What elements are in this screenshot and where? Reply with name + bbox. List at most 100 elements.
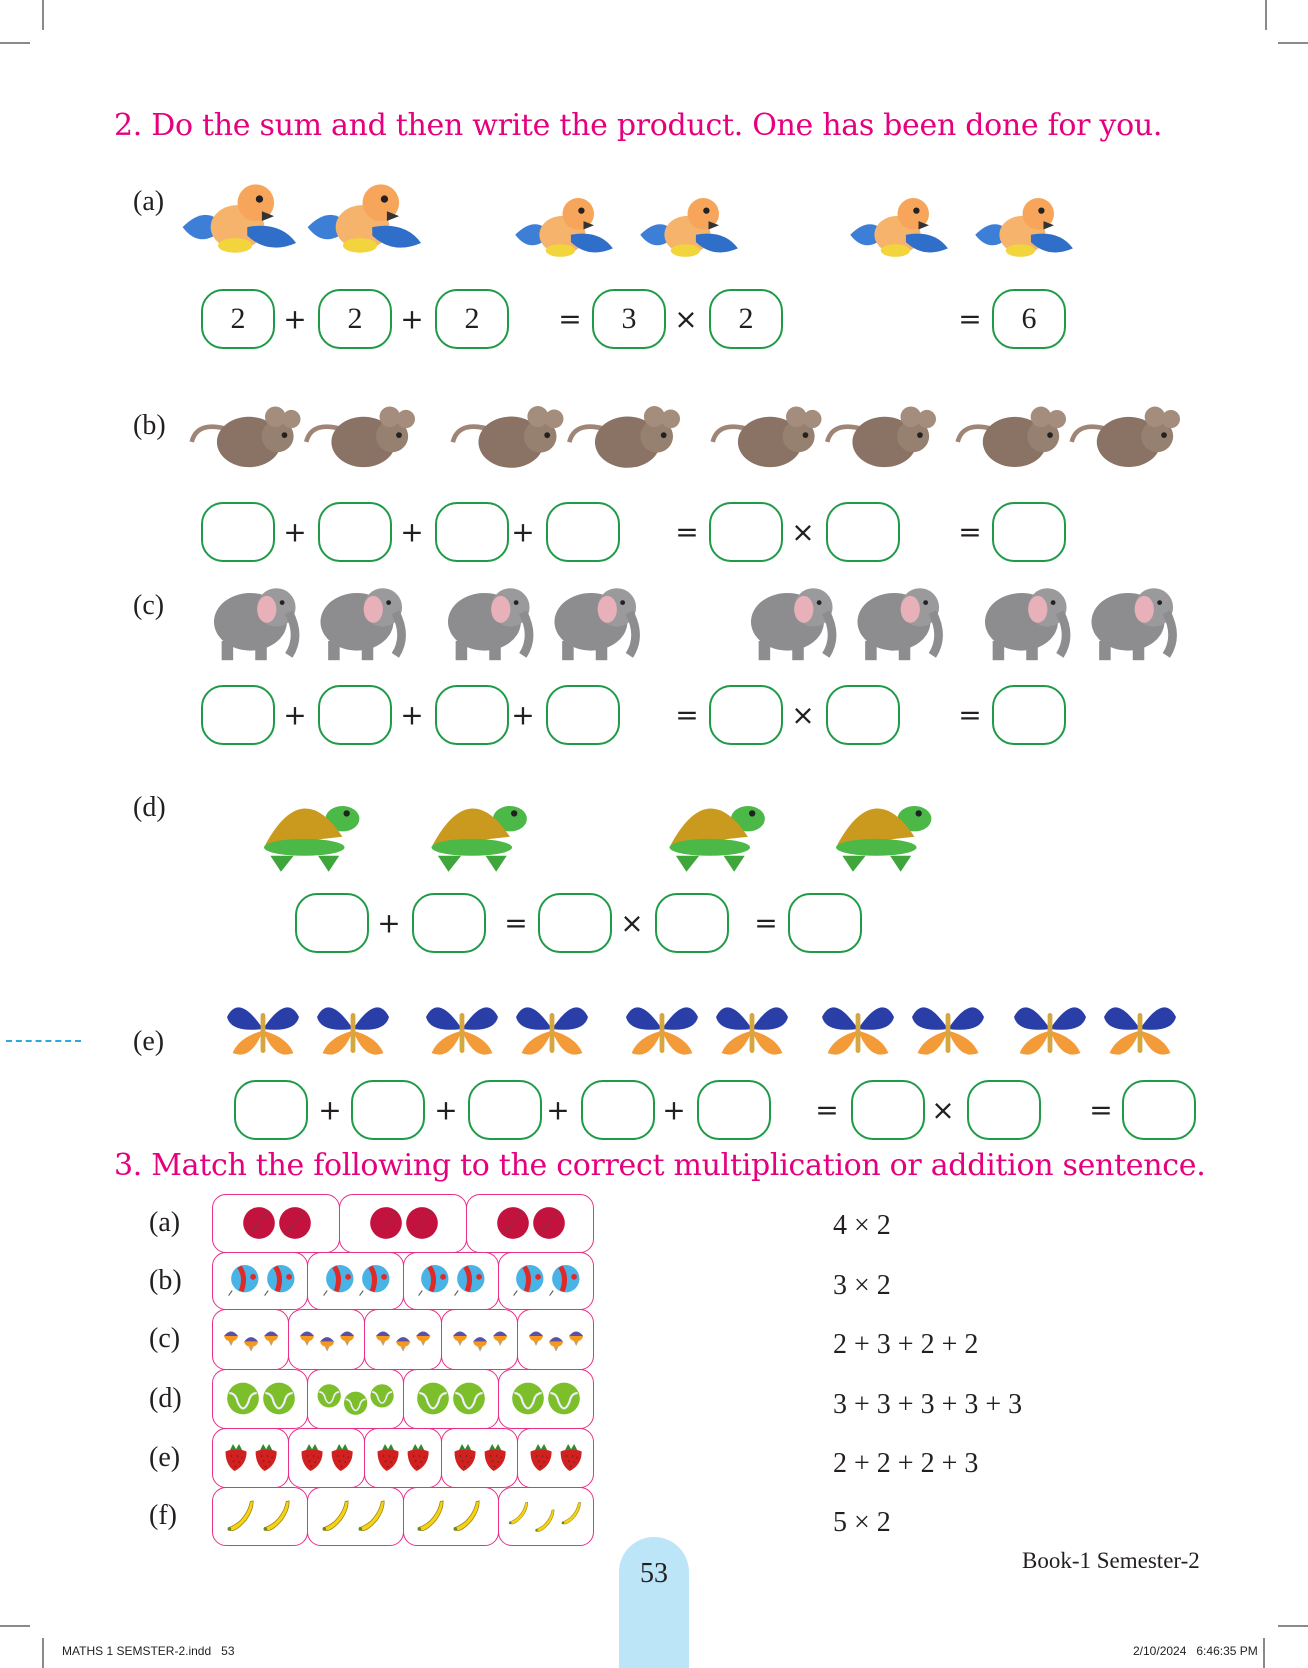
timestamp: 2/10/2024 6:46:35 PM [1133,1644,1258,1658]
answer-box[interactable] [538,893,612,953]
times-sign: × [791,698,815,732]
elephant-icon [202,569,415,665]
elephant-icon [857,588,939,660]
picture-cell [288,1309,366,1370]
times-sign: × [674,302,698,336]
picture-group [175,160,425,286]
tennis-ball-icon [261,1381,296,1416]
answer-box[interactable] [295,893,369,953]
strawberry-icon [301,1443,353,1472]
plus-sign: + [283,302,307,336]
plus-sign: + [434,1093,458,1127]
equals-sign: = [558,302,582,336]
answer-box[interactable] [826,502,900,562]
picture-cell [402,1369,499,1429]
spinning-top-icon [568,1331,583,1347]
bird-icon [182,184,422,253]
banana-icon [417,1500,480,1532]
crop-mark [42,1638,44,1668]
answer-box[interactable]: 2 [201,289,275,349]
cricket-ball-icon [496,1206,565,1240]
answer-box[interactable] [435,502,509,562]
answer-box[interactable] [201,502,275,562]
mouse-icon [306,406,415,467]
answer-box[interactable] [992,502,1066,562]
answer-box[interactable] [546,502,620,562]
butterfly-icon [317,1007,389,1055]
elephant-icon [214,588,296,660]
mouse-icon [569,406,680,468]
answer-box[interactable] [234,1080,308,1140]
answer-box[interactable] [788,893,862,953]
strawberry-icon [560,1443,582,1472]
balloon-icon [550,1265,580,1296]
answer-box[interactable]: 2 [709,289,783,349]
times-sign: × [931,1093,955,1127]
butterfly-icon [227,1007,389,1055]
bird-icon [307,184,422,253]
tennis-ball-icon [225,1381,296,1416]
answer-box[interactable] [201,685,275,745]
answer-box[interactable] [318,685,392,745]
answer-box[interactable] [967,1080,1041,1140]
answer-box[interactable] [709,685,783,745]
answer-box[interactable] [435,685,509,745]
plus-sign: + [662,1093,686,1127]
spinning-top-icon [300,1331,355,1352]
answer-box[interactable]: 2 [435,289,509,349]
spinning-top-icon [340,1331,355,1347]
banana-icon [561,1501,581,1525]
answer-box[interactable]: 2 [318,289,392,349]
elephant-icon [973,569,1186,665]
picture-cell [466,1194,594,1253]
spinning-top-icon [452,1331,467,1347]
answer-box[interactable] [697,1080,771,1140]
plus-sign: + [318,1093,342,1127]
answer-box[interactable] [826,685,900,745]
answer-box[interactable] [412,893,486,953]
balloon-icon [228,1265,258,1296]
mouse-icon [952,367,1180,494]
turtle-icon [263,805,360,872]
crop-mark [1278,1625,1308,1627]
picture-cell [212,1309,290,1370]
answer-box[interactable]: 3 [592,289,666,349]
crop-mark [1265,0,1267,30]
butterfly-icon [716,1007,788,1055]
turtle-icon [669,805,765,872]
answer-box[interactable] [992,685,1066,745]
equals-sign: = [675,698,699,732]
strawberry-icon [377,1443,399,1472]
strawberry-icon [255,1443,277,1472]
bird-icon [850,198,1073,257]
row-label: (d) [133,792,166,823]
butterfly-icon [227,1007,299,1055]
picture-cell [212,1369,309,1429]
answer-box[interactable] [655,893,729,953]
picture-cell [364,1309,442,1370]
answer-box[interactable] [851,1080,925,1140]
strawberry-icon [225,1443,247,1472]
strawberry-icon [454,1443,506,1472]
row-label: (c) [133,590,165,621]
picture-cell [516,1309,594,1370]
spinning-top-icon [300,1331,315,1347]
elephant-icon [554,588,636,660]
mouse-icon [192,406,301,467]
answer-box[interactable]: 6 [992,289,1066,349]
crop-mark [42,0,44,30]
answer-box[interactable] [468,1080,542,1140]
equals-sign: = [754,906,778,940]
answer-box[interactable] [581,1080,655,1140]
answer-box[interactable] [709,502,783,562]
answer-box[interactable] [351,1080,425,1140]
row-label: (c) [149,1323,181,1354]
answer-box[interactable] [1122,1080,1196,1140]
balloon-icon [320,1258,392,1303]
butterfly-icon [426,1007,588,1055]
answer-box[interactable] [318,502,392,562]
answer-box[interactable] [546,685,620,745]
cut-line [6,1040,81,1042]
picture-cell [339,1194,467,1253]
equals-sign: = [958,515,982,549]
